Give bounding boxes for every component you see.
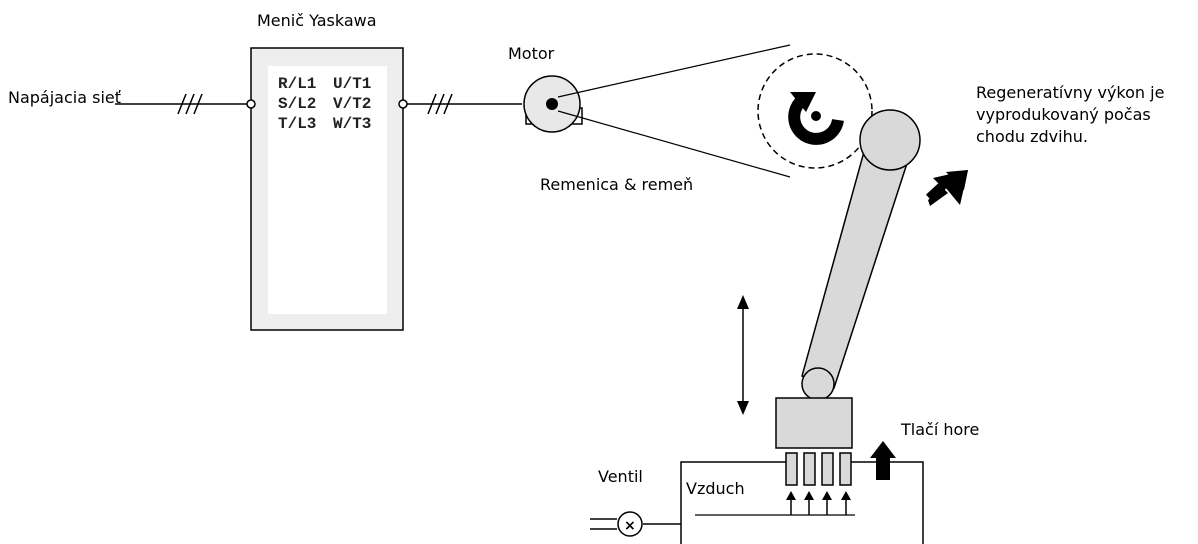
belt — [557, 44, 791, 178]
suction-cups — [785, 452, 852, 486]
input-terminal — [246, 99, 256, 109]
valve-cross-icon: × — [624, 518, 636, 534]
terminal-input-3: T/L3 — [278, 115, 316, 133]
push-up-arrow-icon — [870, 441, 896, 480]
air-chamber — [680, 461, 924, 544]
regen-arrow-icon — [925, 170, 968, 206]
terminal-output-2: V/T2 — [333, 95, 371, 113]
air-flow-arrows — [695, 491, 855, 516]
vertical-motion-icon — [737, 295, 749, 415]
valve-symbol: × — [590, 511, 681, 537]
three-phase-marker-output — [427, 93, 453, 115]
power-supply-label: Napájacia sieť — [8, 88, 121, 107]
rotation-icon — [788, 92, 844, 145]
inverter-panel — [268, 66, 387, 314]
three-phase-marker-input — [177, 93, 203, 115]
regen-label-line2: vyprodukovaný počas — [976, 105, 1151, 124]
motor-symbol — [523, 75, 583, 133]
inverter-title: Menič Yaskawa — [257, 11, 377, 30]
pulley-belt-label: Remenica & remeň — [540, 175, 693, 194]
carriage — [775, 397, 853, 449]
lift-arm — [801, 109, 921, 401]
push-up-label: Tlačí hore — [900, 420, 979, 439]
output-terminal — [398, 99, 408, 109]
air-label: Vzduch — [686, 479, 745, 498]
regen-label-line1: Regeneratívny výkon je — [976, 83, 1164, 102]
regen-label-line3: chodu zdvihu. — [976, 127, 1088, 146]
terminal-output-3: W/T3 — [333, 115, 371, 133]
motor-label: Motor — [508, 44, 555, 63]
terminal-input-2: S/L2 — [278, 95, 316, 113]
pulley-outline — [757, 53, 873, 169]
terminal-output-1: U/T1 — [333, 75, 371, 93]
terminal-input-1: R/L1 — [278, 75, 316, 93]
valve-label: Ventil — [598, 467, 643, 486]
